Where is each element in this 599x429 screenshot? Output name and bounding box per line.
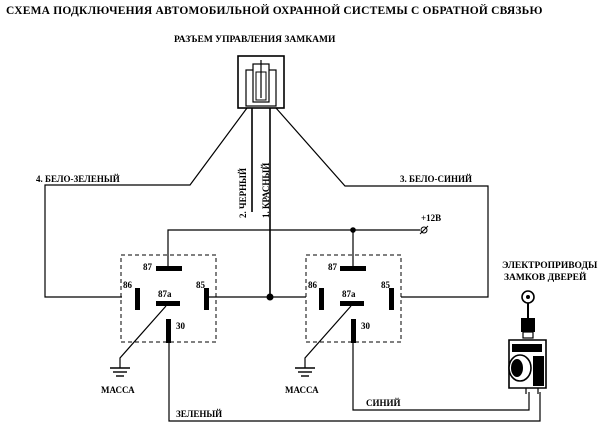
junction-dot [266,293,274,301]
label-wire-4: 4. БЕЛО-ЗЕЛЕНЫЙ [36,174,120,184]
relay-2-pin-86: 86 [308,280,318,290]
relay-2-pin-85: 85 [381,280,391,290]
relay-1-ground [110,305,167,377]
power-rail [167,225,429,267]
label-wire-3: 3. БЕЛО-СИНИЙ [400,174,472,184]
relay-2 [305,254,402,343]
door-lock-actuator [508,290,547,394]
connector-label: РАЗЪЕМ УПРАВЛЕНИЯ ЗАМКАМИ [174,35,336,45]
actuator-label-line-1: ЭЛЕКТРОПРИВОДЫ [502,261,598,271]
relay-1 [120,254,217,343]
relay-1-ground-label: МАССА [101,385,135,395]
diagram-title: СХЕМА ПОДКЛЮЧЕНИЯ АВТОМОБИЛЬНОЙ ОХРАННОЙ… [6,3,543,17]
relay-2-pin-30: 30 [361,321,371,331]
actuator-label-line-2: ЗАМКОВ ДВЕРЕЙ [504,271,587,283]
relay-2-ground-label: МАССА [285,385,319,395]
wire-white-green [44,107,248,298]
relay-2-ground [295,305,352,377]
relay-1-pin-87: 87 [143,262,153,272]
label-wire-1: 1. КРАСНЫЙ [261,163,271,218]
label-wire-blue: СИНИЙ [366,398,401,408]
connector-wires [44,107,489,298]
relay-2-pin-87: 87 [328,262,338,272]
relay-2-pin-87a: 87а [342,289,356,299]
wire-white-blue [275,107,489,298]
label-wire-2: 2. ЧЕРНЫЙ [238,168,248,218]
relay-1-pin-85: 85 [196,280,206,290]
relay-1-pin-30: 30 [176,321,186,331]
lock-control-connector [237,55,285,109]
label-wire-green: ЗЕЛЕНЫЙ [176,409,222,419]
wire-green [168,343,541,422]
power-label: +12В [421,213,441,223]
relay-1-pin-86: 86 [123,280,133,290]
wire-blue [352,343,530,411]
relay-1-pin-87a: 87а [158,289,172,299]
